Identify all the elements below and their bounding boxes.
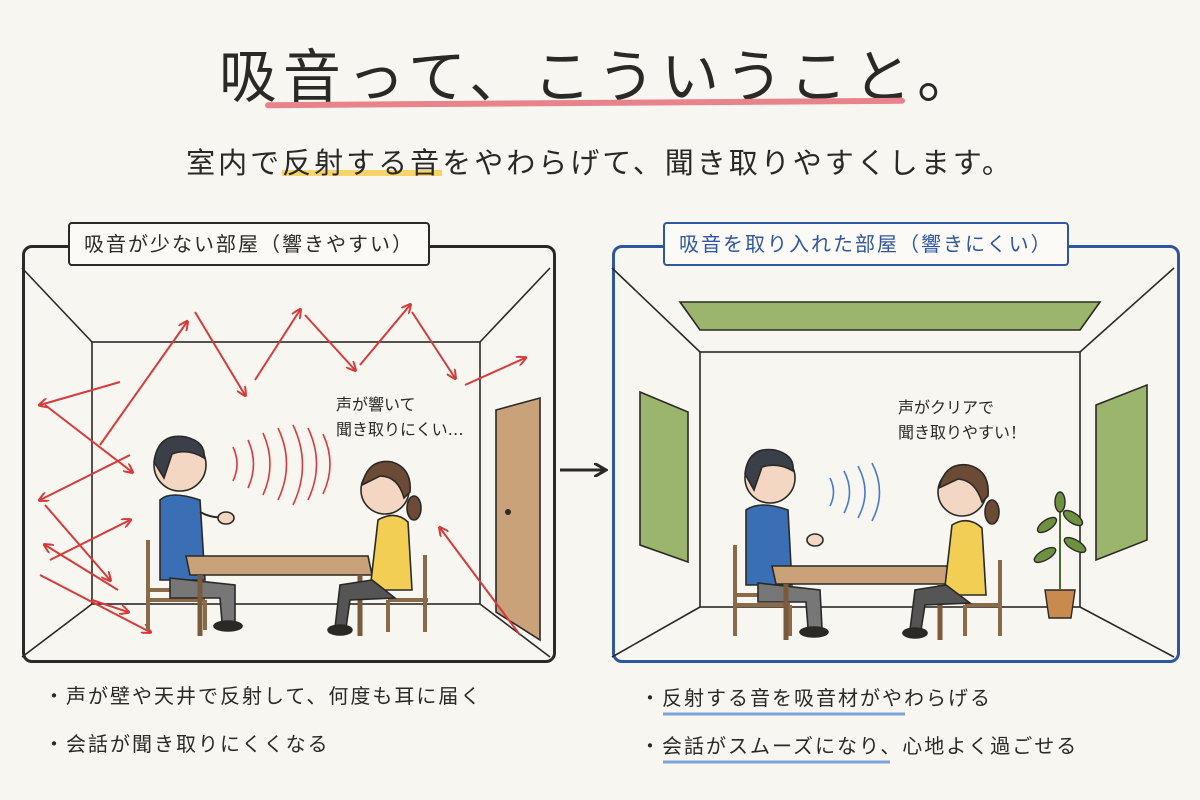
- bullet-dot: ・: [640, 734, 662, 758]
- person-woman-left: [327, 460, 428, 636]
- ceiling-absorber-panel-icon: [678, 301, 1102, 331]
- speech-reverberant: 声が響いて 聞き取りにくい…: [336, 392, 464, 442]
- potted-plant-icon: [1033, 491, 1087, 619]
- bullets-reverberant: ・声が壁や天井で反射して、何度も耳に届く ・会話が聞き取りにくくなる: [44, 680, 564, 780]
- wall-absorber-panel-right-icon: [1095, 383, 1148, 562]
- speech-clear: 声がクリアで 聞き取りやすい！: [898, 395, 1026, 445]
- wall-absorber-panel-left-icon: [639, 390, 689, 564]
- speech-clear-line-1: 声がクリアで: [898, 398, 995, 417]
- list-item: ・反射する音を吸音材がやわらげる: [640, 682, 992, 711]
- speech-clear-line-2: 聞き取りやすい！: [898, 423, 1027, 442]
- person-woman-right: [902, 463, 1002, 639]
- subtitle: 室内で反射する音をやわらげて、聞き取りやすくします。: [0, 140, 1200, 182]
- bullet-dot: ・: [640, 686, 662, 710]
- subtitle-post: をやわらげて、聞き取りやすくします。: [442, 146, 1014, 180]
- subtitle-highlight: 反射する音: [282, 146, 443, 180]
- list-item: ・声が壁や天井で反射して、何度も耳に届く: [44, 680, 482, 709]
- reflection-arrows: [40, 305, 525, 636]
- person-man-left: [146, 435, 243, 632]
- speech-reverberant-line-1: 声が響いて: [336, 395, 416, 414]
- bullets-absorbing: ・反射する音を吸音材がやわらげる ・会話がスムーズになり、心地よく過ごせる: [640, 682, 1160, 782]
- subtitle-pre: 室内で: [186, 146, 283, 180]
- panel-label-reverberant: 吸音が少ない部屋（響きやすい）: [68, 222, 430, 266]
- bullet-dot: ・: [44, 732, 66, 756]
- list-item: ・会話が聞き取りにくくなる: [44, 728, 330, 757]
- sound-waves-calm: [829, 462, 881, 522]
- person-man-right: [733, 448, 829, 638]
- panel-label-absorbing: 吸音を取り入れた部屋（響きにくい）: [663, 222, 1069, 266]
- list-item: ・会話がスムーズになり、心地よく過ごせる: [640, 730, 1078, 759]
- door-icon: [495, 396, 541, 642]
- right-room-perspective: [611, 267, 1175, 658]
- sound-waves-reverberant: [232, 424, 331, 506]
- bullet-dot: ・: [44, 684, 66, 708]
- speech-reverberant-line-2: 聞き取りにくい…: [336, 420, 464, 439]
